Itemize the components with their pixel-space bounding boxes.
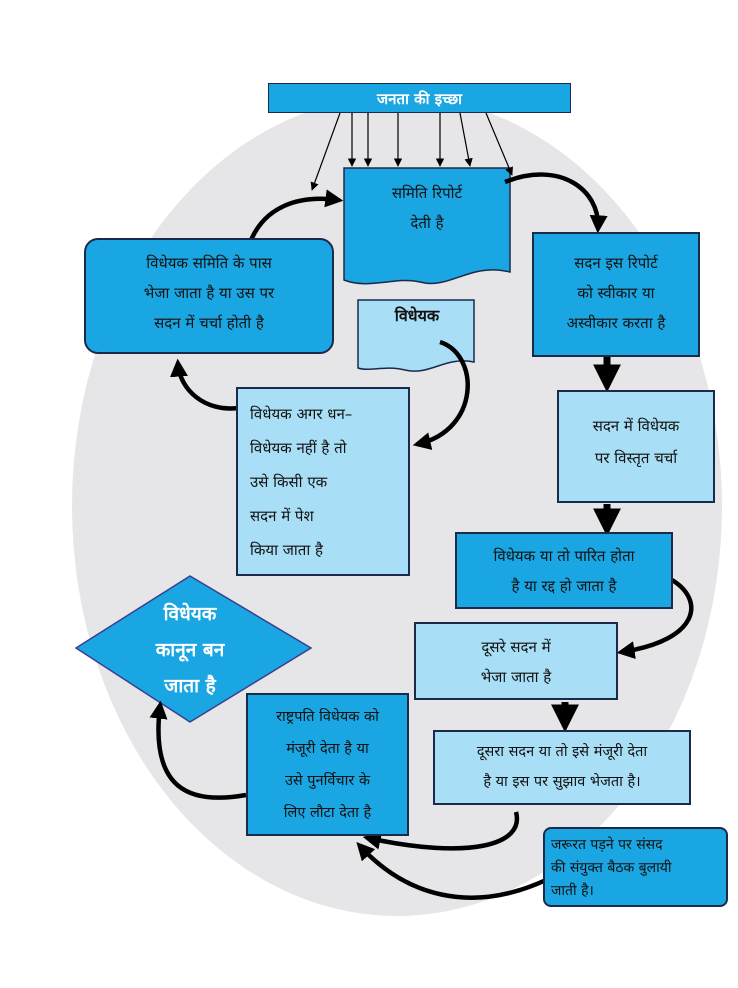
joint-sitting-line-3: जाती है। — [551, 883, 594, 899]
committee-report-line-1: समिति रिपोर्ट — [391, 184, 463, 202]
detailed-discussion-line-2: पर विस्तृत चर्चा — [594, 449, 678, 467]
detailed-discussion-box: सदन में विधेयक पर विस्तृत चर्चा — [557, 390, 715, 503]
public-will-arrows — [310, 112, 513, 191]
joint-sitting-line-2: की संयुक्त बैठक बुलायी — [551, 860, 672, 876]
sent-other-house-line-2: भेजा जाता है — [480, 668, 552, 686]
passed-or-rejected-box: विधेयक या तो पारित होता है या रद्द हो जा… — [455, 532, 673, 609]
other-house-action-line-1: दूसरा सदन या तो इसे मंजूरी देता — [476, 744, 648, 760]
arrow-president-to-law — [149, 700, 247, 800]
house-accepts-box: सदन इस रिपोर्ट को स्वीकार या अस्वीकार कर… — [532, 232, 700, 357]
non-money-bill-line-1: विधेयक अगर धन– — [250, 405, 353, 423]
passed-or-rejected-line-2: है या रद्द हो जाता है — [511, 577, 617, 595]
committee-report-shape — [343, 167, 511, 285]
arrow-joint-to-president — [356, 842, 547, 900]
sent-other-house-box: दूसरे सदन में भेजा जाता है — [414, 622, 618, 700]
house-accepts-line-1: सदन इस रिपोर्ट — [574, 254, 658, 272]
other-house-action-box: दूसरा सदन या तो इसे मंजूरी देता है या इस… — [433, 730, 691, 805]
becomes-law-line-3: जाता है — [164, 675, 216, 697]
joint-sitting-box: जरूरत पड़ने पर संसद की संयुक्त बैठक बुला… — [543, 827, 728, 907]
arrow-otherhouse-to-president — [362, 811, 520, 851]
president-line-2: मंजूरी देता है या — [286, 741, 369, 757]
non-money-bill-line-5: किया जाता है — [250, 541, 323, 559]
non-money-bill-line-4: सदन में पेश — [250, 507, 314, 525]
arrow-passed-to-otherhouse — [616, 578, 694, 659]
committee-report-box: समिति रिपोर्ट देती है — [344, 178, 510, 258]
president-line-1: राष्ट्रपति विधेयक को — [276, 709, 379, 725]
other-house-action-line-2: है या इस पर सुझाव भेजता है। — [483, 774, 641, 790]
committee-report-line-2: देती है — [410, 214, 444, 232]
joint-sitting-line-1: जरूरत पड़ने पर संसद — [551, 837, 663, 853]
sent-to-committee-line-2: भेजा जाता है या उस पर — [143, 284, 275, 302]
president-line-4: लिए लौटा देता है — [283, 805, 372, 821]
sent-to-committee-line-3: सदन में चर्चा होती है — [154, 314, 264, 332]
house-accepts-line-3: अस्वीकार करता है — [566, 314, 666, 332]
passed-or-rejected-line-1: विधेयक या तो पारित होता — [493, 547, 635, 565]
public-will-bar: जनता की इच्छा — [268, 83, 571, 113]
bill-doc-shape — [357, 299, 475, 372]
president-line-3: उसे पुनर्विचार के — [284, 773, 371, 789]
sent-to-committee-line-1: विधेयक समिति के पास — [146, 254, 272, 272]
non-money-bill-box: विधेयक अगर धन– विधेयक नहीं है तो उसे किस… — [236, 387, 410, 576]
arrow-report-to-house — [504, 172, 608, 234]
bill-doc-label: विधेयक — [394, 306, 440, 325]
sent-to-committee-box: विधेयक समिति के पास भेजा जाता है या उस प… — [84, 238, 334, 354]
arrow-committee-to-report — [245, 189, 344, 249]
house-accepts-line-2: को स्वीकार या — [577, 284, 655, 302]
sent-other-house-line-1: दूसरे सदन में — [481, 638, 551, 656]
arrow-bill-to-nonmoney — [412, 339, 470, 450]
becomes-law-text: विधेयक कानून बन जाता है — [110, 596, 270, 704]
law-diamond-shape — [74, 575, 313, 723]
becomes-law-line-2: कानून बन — [155, 639, 225, 661]
non-money-bill-line-3: उसे किसी एक — [250, 473, 328, 491]
becomes-law-line-1: विधेयक — [163, 603, 217, 625]
detailed-discussion-line-1: सदन में विधेयक — [592, 417, 680, 435]
arrow-nonmoney-to-committee — [170, 358, 239, 411]
non-money-bill-line-2: विधेयक नहीं है तो — [250, 439, 347, 457]
president-box: राष्ट्रपति विधेयक को मंजूरी देता है या उ… — [246, 693, 409, 836]
